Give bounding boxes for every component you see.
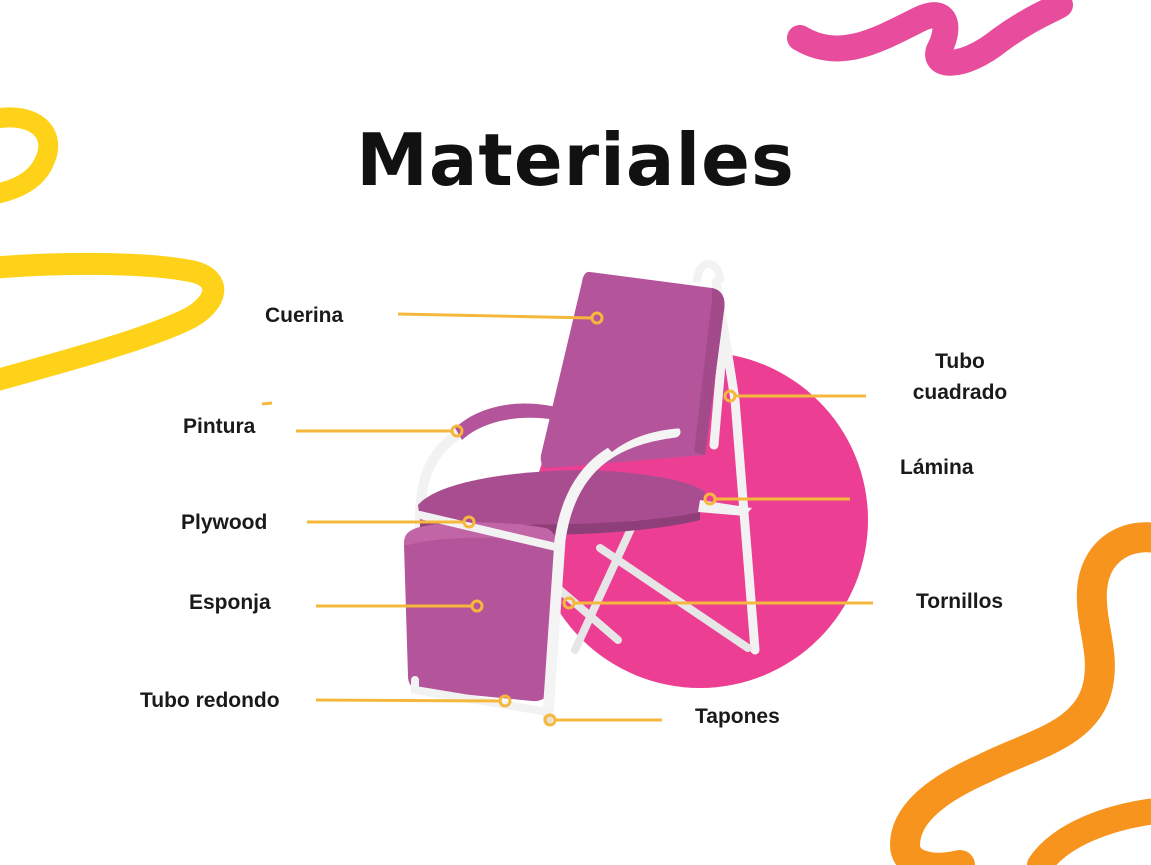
yellow-scribble-top-decoration bbox=[0, 107, 59, 204]
small-dash-decoration bbox=[261, 401, 273, 406]
chair-right-arm-frame bbox=[542, 426, 681, 721]
label-tornillos: Tornillos bbox=[916, 590, 1004, 613]
marker-tubo-redondo bbox=[498, 694, 512, 708]
leader-tubo-redondo bbox=[315, 698, 501, 703]
label-pintura: Pintura bbox=[183, 415, 256, 438]
marker-cuerina bbox=[590, 311, 604, 325]
leader-lines bbox=[296, 311, 873, 727]
marker-tubo-cuadrado bbox=[723, 389, 737, 403]
orange-scribble-decoration bbox=[890, 522, 1151, 865]
marker-tapones bbox=[543, 713, 557, 727]
label-tubo-redondo: Tubo redondo bbox=[140, 689, 280, 712]
slide-title: Materiales bbox=[356, 118, 795, 202]
marker-esponja bbox=[470, 599, 484, 613]
marker-pintura bbox=[450, 424, 464, 438]
chair-backrest-side bbox=[694, 288, 725, 455]
marker-plywood bbox=[462, 515, 476, 529]
chair-handle bbox=[693, 260, 724, 283]
chair-left-armrest bbox=[455, 403, 560, 440]
label-cuerina: Cuerina bbox=[265, 304, 344, 327]
marker-lamina bbox=[703, 492, 717, 506]
chair-seat bbox=[418, 470, 705, 525]
label-tubo-cuadrado: Tubo cuadrado bbox=[895, 346, 1025, 408]
label-esponja: Esponja bbox=[189, 591, 271, 614]
leader-cuerina bbox=[397, 312, 593, 320]
label-tapones: Tapones bbox=[695, 705, 780, 728]
yellow-scribble-bottom-decoration bbox=[0, 252, 225, 391]
pink-scribble-decoration bbox=[787, 0, 1073, 76]
chair-right-armrest bbox=[600, 414, 690, 452]
marker-tornillos bbox=[562, 596, 576, 610]
label-tubo-cuadrado-line2: cuadrado bbox=[912, 381, 1008, 404]
label-plywood: Plywood bbox=[181, 511, 268, 534]
label-tubo-cuadrado-line1: Tubo bbox=[935, 350, 985, 373]
label-lamina: Lámina bbox=[900, 456, 974, 479]
orange-scribble-inner-decoration bbox=[1027, 798, 1151, 865]
